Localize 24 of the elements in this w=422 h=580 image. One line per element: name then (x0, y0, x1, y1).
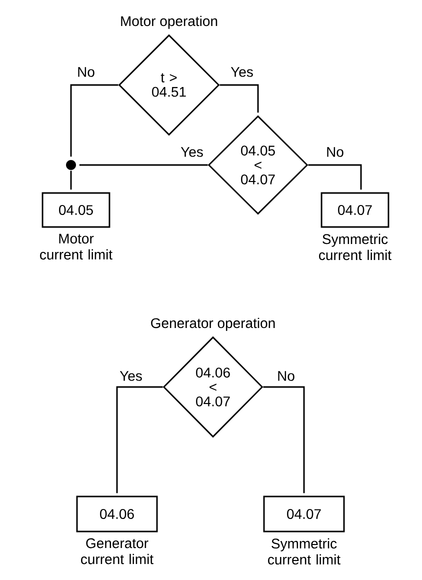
node-label: Motor current limit (40, 234, 112, 260)
value-box: 04.05 (42, 192, 110, 228)
edge-label: Yes (118, 370, 144, 382)
edge-label: Yes (179, 146, 205, 158)
value-box: 04.07 (263, 496, 345, 532)
connector-line (116, 386, 163, 494)
junction-dot (66, 160, 76, 170)
edge-label: No (324, 146, 346, 158)
connector-line (263, 386, 305, 494)
connector-line (79, 164, 208, 166)
connector-line (70, 84, 118, 157)
connector-line (70, 170, 72, 190)
edge-label: No (276, 370, 296, 382)
node-label: Generator current limit (81, 538, 154, 564)
heading: Generator operation (151, 318, 275, 331)
edge-label: No (76, 66, 96, 78)
node-label: Symmetric current limit (268, 538, 340, 565)
node-label: Symmetric current limit (319, 234, 392, 260)
edge-label: Yes (229, 66, 255, 78)
heading: Motor operation (121, 16, 218, 29)
connector-line (220, 84, 259, 113)
value-box: 04.07 (320, 192, 390, 228)
connector-line (308, 164, 362, 190)
value-box: 04.06 (76, 496, 158, 532)
